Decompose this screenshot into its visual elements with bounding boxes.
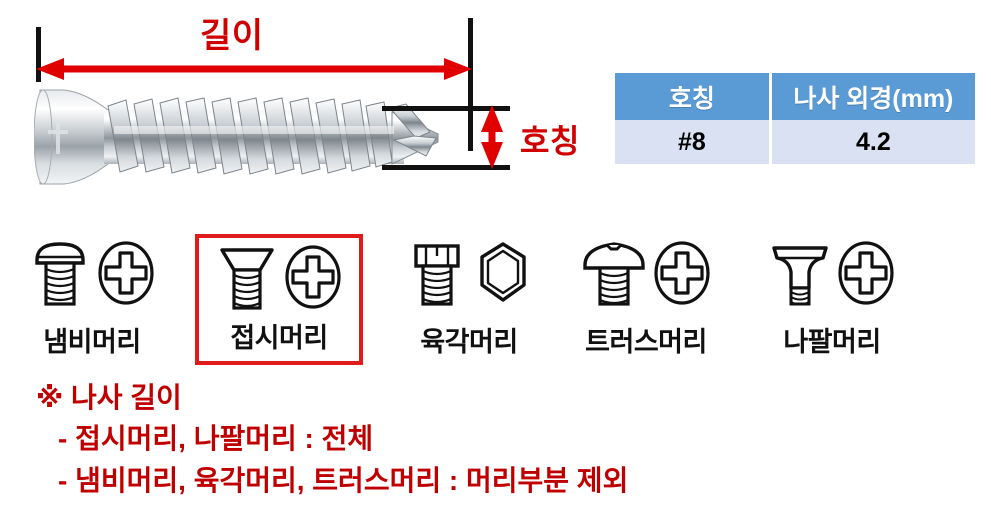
head-type-label: 나팔머리: [783, 327, 881, 357]
phillips-cross-drive-icon: [654, 241, 710, 305]
head-type-option-pan[interactable]: 냄비머리: [8, 234, 176, 365]
pan-head-artwork: [8, 238, 176, 308]
nominal-bottom-extension-line: [382, 165, 510, 170]
nominal-dimension-arrow: [481, 105, 503, 169]
length-left-extension-line: [36, 27, 41, 82]
head-type-gallery: 냄비머리 접시머리: [0, 234, 991, 369]
phillips-cross-drive-icon: [838, 241, 894, 305]
head-type-option-bugle[interactable]: 나팔머리: [748, 234, 916, 365]
note-heading: ※ 나사 길이: [36, 382, 182, 413]
head-type-option-truss[interactable]: 트러스머리: [562, 234, 730, 365]
length-label: 길이: [200, 17, 264, 55]
phillips-cross-drive-icon: [98, 241, 154, 305]
truss-head-artwork: [562, 238, 730, 308]
table-row: #8 4.2: [615, 120, 975, 164]
length-dimension-arrow: [36, 58, 472, 80]
hex-head-artwork: [385, 238, 553, 308]
length-right-extension-line: [468, 18, 473, 151]
bugle-head-artwork: [748, 238, 916, 308]
table-header-outer-diameter: 나사 외경(mm): [771, 73, 975, 120]
cell-nominal-value: #8: [615, 120, 772, 164]
table-header-nominal: 호칭: [615, 73, 772, 120]
screw-spec-table: 호칭 나사 외경(mm) #8 4.2: [615, 73, 975, 164]
head-type-label: 접시머리: [230, 323, 328, 353]
flat-head-artwork: [199, 242, 359, 312]
head-type-label: 육각머리: [420, 327, 518, 357]
head-type-label: 냄비머리: [43, 327, 141, 357]
table-header-row: 호칭 나사 외경(mm): [615, 73, 975, 120]
cell-outer-diameter-value: 4.2: [771, 120, 975, 164]
nominal-label: 호칭: [520, 123, 580, 159]
flat-countersunk-head-screw-icon: [220, 248, 274, 310]
bugle-head-screw-icon: [772, 246, 828, 306]
phillips-cross-drive-icon: [285, 245, 341, 309]
head-type-label: 트러스머리: [585, 327, 707, 357]
pan-head-screw-icon: [35, 242, 85, 306]
notes-block: ※ 나사 길이 - 접시머리, 나팔머리 : 전체 - 냄비머리, 육각머리, …: [36, 378, 628, 502]
note-item-excluding-head: - 냄비머리, 육각머리, 트러스머리 : 머리부분 제외: [58, 465, 629, 496]
truss-head-screw-icon: [583, 242, 645, 306]
note-item-full-length: - 접시머리, 나팔머리 : 전체: [58, 423, 374, 454]
screw-photo: [34, 89, 439, 185]
nominal-top-extension-line: [382, 106, 510, 111]
hexagon-drive-icon: [480, 242, 526, 302]
hex-head-screw-icon: [414, 244, 460, 306]
head-type-option-hex[interactable]: 육각머리: [385, 234, 553, 365]
head-type-option-flat-selected[interactable]: 접시머리: [195, 234, 363, 365]
